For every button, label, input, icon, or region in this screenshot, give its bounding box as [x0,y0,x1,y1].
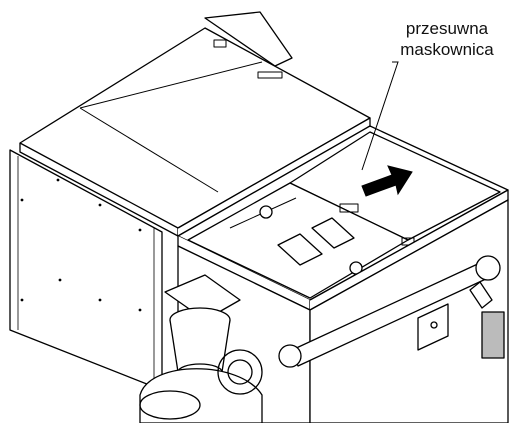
leader-line [361,61,399,171]
inspection-slot-2 [311,217,355,249]
motor-flange [139,368,263,423]
callout-line-1: przesuwna [405,19,489,38]
lid-seam [79,61,263,109]
callout-line-2: maskownica [400,40,494,59]
inspection-slot-1 [277,233,323,266]
arrow-right-icon [361,165,413,197]
callout-label: przesuwna maskownica [382,18,512,60]
rear-hinge [204,11,293,67]
hatched-plate [481,311,505,359]
